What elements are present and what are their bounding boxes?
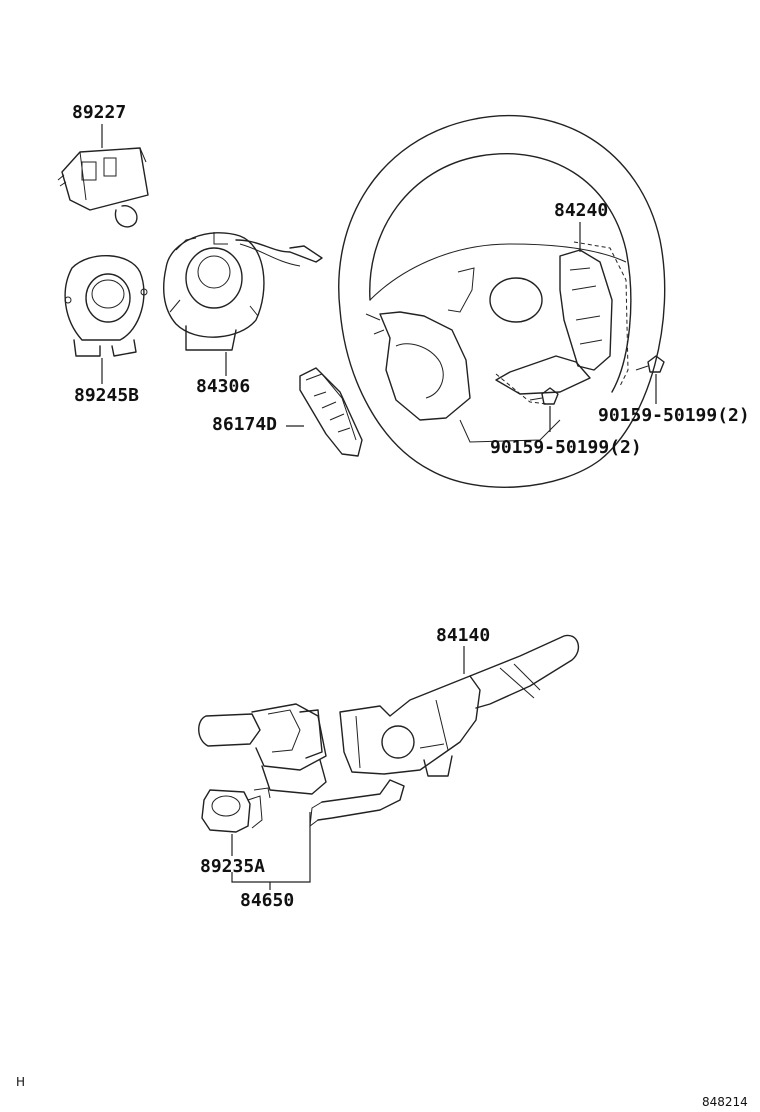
label-84650: 84650 xyxy=(240,890,295,911)
diagram-code: 848214 xyxy=(702,1095,748,1109)
label-84306: 84306 xyxy=(196,376,251,397)
label-90159-lower: 90159-50199(2) xyxy=(490,437,642,458)
part-86174d-cover xyxy=(299,367,363,457)
footer-left-mark: H xyxy=(16,1075,26,1089)
part-84306-spiral-cable xyxy=(163,232,323,351)
label-89235a: 89235A xyxy=(200,856,266,877)
label-90159-upper: 90159-50199(2) xyxy=(598,405,750,426)
part-bolt-lower xyxy=(529,387,559,405)
part-89227-module xyxy=(57,147,149,228)
part-84140-combination-switch xyxy=(198,634,580,828)
part-bolt-upper xyxy=(635,355,665,373)
label-84240: 84240 xyxy=(554,200,609,221)
part-89235a-sensor xyxy=(201,787,271,833)
part-89245b-sensor xyxy=(64,255,148,357)
part-steering-wheel xyxy=(338,115,666,488)
label-89227: 89227 xyxy=(72,102,127,123)
label-89245b: 89245B xyxy=(74,385,140,406)
bracket-84650 xyxy=(231,812,311,883)
label-84140: 84140 xyxy=(436,625,491,646)
label-86174d: 86174D xyxy=(212,414,278,435)
